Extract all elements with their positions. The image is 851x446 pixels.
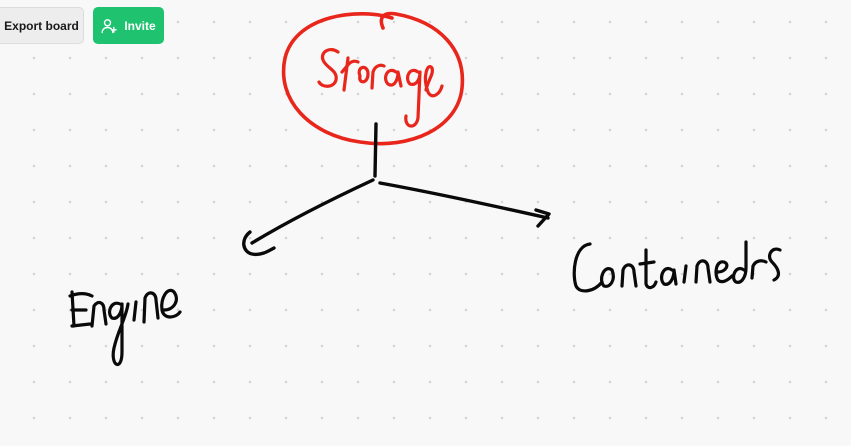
export-board-button[interactable]: Export board [0,7,84,44]
storage-handwriting [317,47,444,128]
engine-handwriting [68,288,182,366]
storage-circle [281,11,465,146]
right-arrow [378,181,551,228]
containers-handwriting [572,240,782,293]
invite-label: Invite [124,18,156,33]
user-plus-icon [101,18,118,34]
invite-button[interactable]: Invite [93,7,164,44]
left-arrow [242,178,375,257]
top-toolbar: Export board Invite [0,7,164,44]
stem-line [373,122,378,178]
export-board-label: Export board [4,18,79,33]
